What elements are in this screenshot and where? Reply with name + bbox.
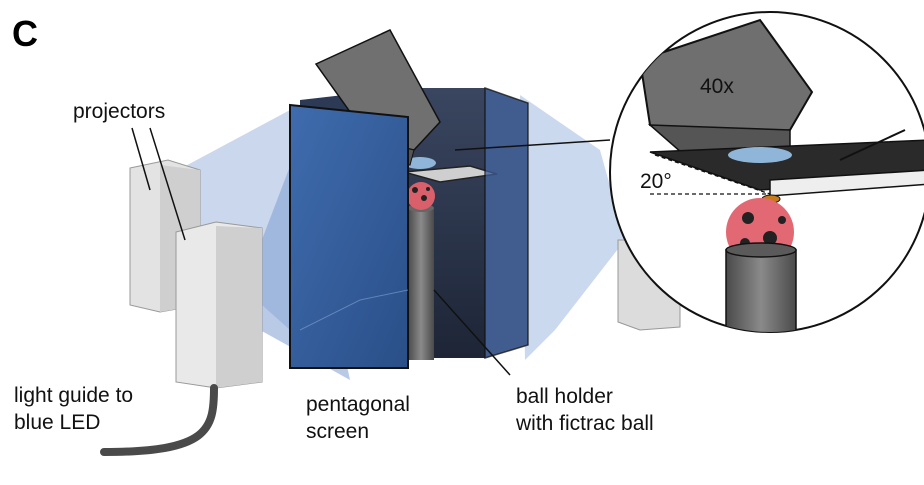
light-guide-label-line2: blue LED [14, 411, 101, 434]
zoom-inset: 40x 20° [609, 11, 924, 333]
pentagonal-screen-front [289, 86, 529, 369]
screen-label-line1: pentagonal [306, 393, 410, 416]
projectors-label: projectors [73, 100, 166, 123]
angle-label: 20° [640, 170, 672, 193]
light-guide-label-line1: light guide to [14, 384, 134, 407]
ball-holder-label-line1: ball holder [516, 385, 613, 408]
projector-front [175, 221, 263, 389]
label-leader-lines [131, 127, 611, 376]
ball-holder [408, 204, 434, 360]
light-guide-cable [100, 384, 218, 456]
objective-magnification-label: 40x [700, 75, 734, 98]
ball-holder-label-line2: with fictrac ball [516, 412, 654, 435]
fictrac-ball [407, 182, 435, 210]
screen-label-line2: screen [306, 420, 370, 443]
panel-label: C [12, 13, 38, 54]
